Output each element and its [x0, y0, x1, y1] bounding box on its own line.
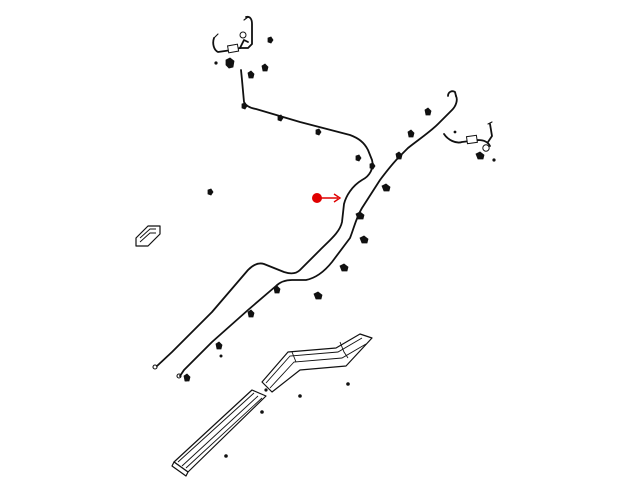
callout-dot	[312, 193, 322, 203]
rear-left-hose	[212, 15, 274, 79]
direction-arrow-icon	[135, 225, 161, 247]
callout-marker	[312, 193, 342, 203]
rear-brake-line	[176, 95, 458, 379]
line-retainer-clips	[183, 102, 391, 382]
heat-shield	[171, 333, 373, 477]
front-brake-line	[152, 69, 374, 370]
rear-right-hose	[395, 90, 496, 162]
callout-arrowhead	[333, 193, 342, 203]
